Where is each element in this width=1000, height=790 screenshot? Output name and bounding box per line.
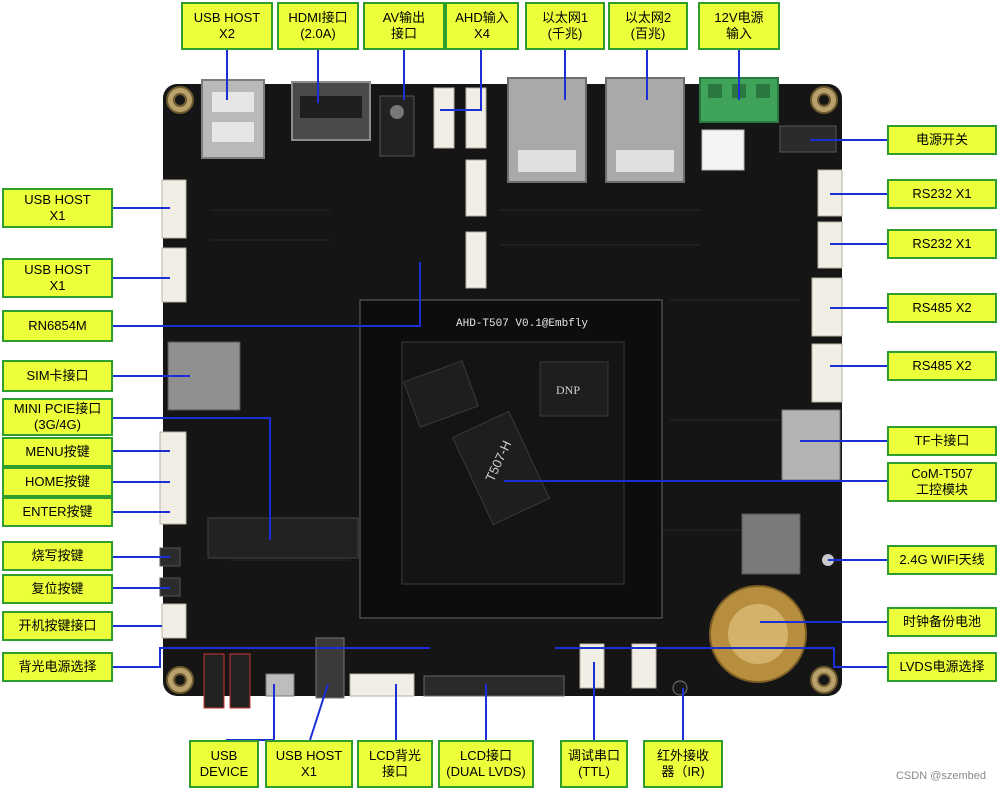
mini-pcie-label: MINI PCIE接口 (3G/4G) bbox=[2, 398, 113, 436]
rs232-label-1: RS232 X1 bbox=[887, 179, 997, 209]
ethernet-2 bbox=[605, 77, 685, 183]
backlight-power-label: 背光电源选择 bbox=[2, 652, 113, 682]
home-key-label: HOME按键 bbox=[2, 467, 113, 497]
burn-key-label: 烧写按键 bbox=[2, 541, 113, 571]
ir-receiver-label: 红外接收 器（IR) bbox=[643, 740, 723, 788]
usb-host-x1-label-2: USB HOST X1 bbox=[2, 258, 113, 298]
usb-device-label: USB DEVICE bbox=[189, 740, 259, 788]
hdmi-label: HDMI接口 (2.0A) bbox=[277, 2, 359, 50]
rs232-label-2: RS232 X1 bbox=[887, 229, 997, 259]
usb-host-x2-port bbox=[201, 79, 265, 159]
rn6854m-label: RN6854M bbox=[2, 310, 113, 342]
com-module-label: CoM-T507 工控模块 bbox=[887, 462, 997, 502]
rtc-battery-label: 时钟备份电池 bbox=[887, 607, 997, 637]
board-silkscreen-title: AHD-T507 V0.1@Embfly bbox=[456, 318, 588, 330]
com-t507-module bbox=[359, 299, 663, 619]
left-connectors bbox=[159, 179, 187, 639]
mini-pcie-slot bbox=[207, 517, 359, 559]
tf-slot bbox=[781, 409, 841, 481]
usb-host-x1-label-1: USB HOST X1 bbox=[2, 188, 113, 228]
enter-key-label: ENTER按键 bbox=[2, 497, 113, 527]
usb-host-bottom-label: USB HOST X1 bbox=[265, 740, 353, 788]
wifi-antenna-label: 2.4G WIFI天线 bbox=[887, 545, 997, 575]
rs485-label-1: RS485 X2 bbox=[887, 293, 997, 323]
usb-host-x2-label: USB HOST X2 bbox=[181, 2, 273, 50]
ethernet-1-label: 以太网1 (千兆) bbox=[525, 2, 605, 50]
av-out-label: AV输出 接口 bbox=[363, 2, 445, 50]
lvds-power-label: LVDS电源选择 bbox=[887, 652, 997, 682]
power-input-label: 12V电源 输入 bbox=[698, 2, 780, 50]
sim-label: SIM卡接口 bbox=[2, 360, 113, 392]
right-connectors bbox=[811, 169, 843, 403]
ethernet-1 bbox=[507, 77, 587, 183]
power-key-label: 开机按键接口 bbox=[2, 611, 113, 641]
rtc-battery-holder bbox=[709, 585, 807, 683]
ethernet-2-label: 以太网2 (百兆) bbox=[608, 2, 688, 50]
av-out-jack bbox=[379, 95, 415, 157]
pcb-traces bbox=[210, 209, 800, 561]
hdmi-port bbox=[291, 81, 371, 141]
debug-uart-label: 调试串口 (TTL) bbox=[560, 740, 628, 788]
power-header bbox=[701, 129, 745, 171]
power-switch-label: 电源开关 bbox=[887, 125, 997, 155]
credit-watermark: CSDN @szembed bbox=[895, 770, 986, 782]
menu-key-label: MENU按键 bbox=[2, 437, 113, 467]
ram-mark: DNP bbox=[556, 383, 580, 397]
reset-key-label: 复位按键 bbox=[2, 574, 113, 604]
lcd-port-label: LCD接口 (DUAL LVDS) bbox=[438, 740, 534, 788]
lcd-backlight-label: LCD背光 接口 bbox=[357, 740, 433, 788]
tf-card-label: TF卡接口 bbox=[887, 426, 997, 456]
ahd-in-label: AHD输入 X4 bbox=[445, 2, 519, 50]
rs485-label-2: RS485 X2 bbox=[887, 351, 997, 381]
wifi-module bbox=[741, 513, 801, 575]
